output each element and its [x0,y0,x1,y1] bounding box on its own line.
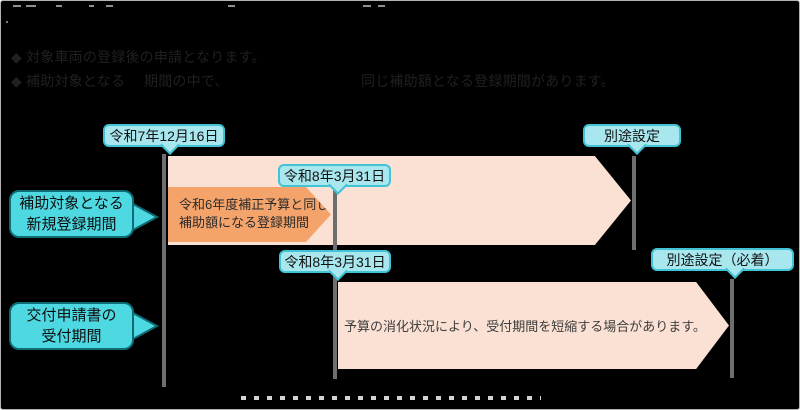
header-note-line2-seg2: 期間の中で、 [144,73,229,89]
callout-application-end-text: 別途設定（必着） [666,251,779,268]
same-subsidy-amount-arrow: 令和6年度補正予算と同じ 補助額になる登録期間 [168,187,331,242]
clipped-text-fragment [363,5,371,7]
right-arrow-icon [132,311,160,341]
row-label-application-line2: 受付期間 [41,328,102,345]
application-period-band: 予算の消化状況により、受付期間を短縮する場合があります。 [338,282,729,369]
highlight-text-line1: 令和6年度補正予算と同じ [179,197,330,212]
marker-line-tbd [632,156,636,250]
header-note-line2-seg1: ◆ 補助対象となる [11,73,126,89]
clipped-text-fragment [6,21,8,23]
callout-registration-mid-text: 令和8年3月31日 [283,167,386,184]
clipped-text-fragment [56,5,62,7]
callout-application-end: 別途設定（必着） [651,248,794,279]
clipped-text-fragment [106,5,113,7]
header-note-line2-seg3: 同じ補助額となる登録期間があります。 [361,73,615,89]
row-label-application: 交付申請書の 受付期間 [9,302,134,350]
callout-application-start-text: 令和8年3月31日 [284,253,386,270]
budget-note-text: 予算の消化状況により、受付期間を短縮する場合があります。 [344,319,706,334]
header-note-line1: ◆ 対象車両の登録後の申請となります。 [11,49,266,65]
callout-registration-start: 令和7年12月16日 [103,124,225,155]
clipped-text-fragment [378,5,385,7]
row-label-application-line1: 交付申請書の [26,307,117,324]
callout-registration-end: 別途設定 [583,124,681,155]
callout-application-start: 令和8年3月31日 [279,250,391,281]
row-label-registration: 補助対象となる 新規登録期間 [9,190,134,238]
marker-line-mar31 [333,187,337,379]
highlight-text-line2: 補助額になる登録期間 [179,215,310,230]
clipped-text-fragment [228,5,235,7]
callout-registration-start-text: 令和7年12月16日 [109,127,219,144]
row-label-registration-line2: 新規登録期間 [26,216,117,233]
right-arrow-icon [132,202,160,232]
clipped-text-fragment [26,5,36,7]
callout-registration-end-text: 別途設定 [604,127,660,144]
marker-line-tbd-deadline [730,279,734,378]
callout-registration-mid: 令和8年3月31日 [278,164,391,195]
clipped-text-fragment [89,5,94,7]
marker-line-dec16 [162,154,166,387]
clipped-caption-fragments [241,396,541,400]
clipped-text-fragment [13,5,21,7]
row-label-registration-line1: 補助対象となる [19,195,124,212]
